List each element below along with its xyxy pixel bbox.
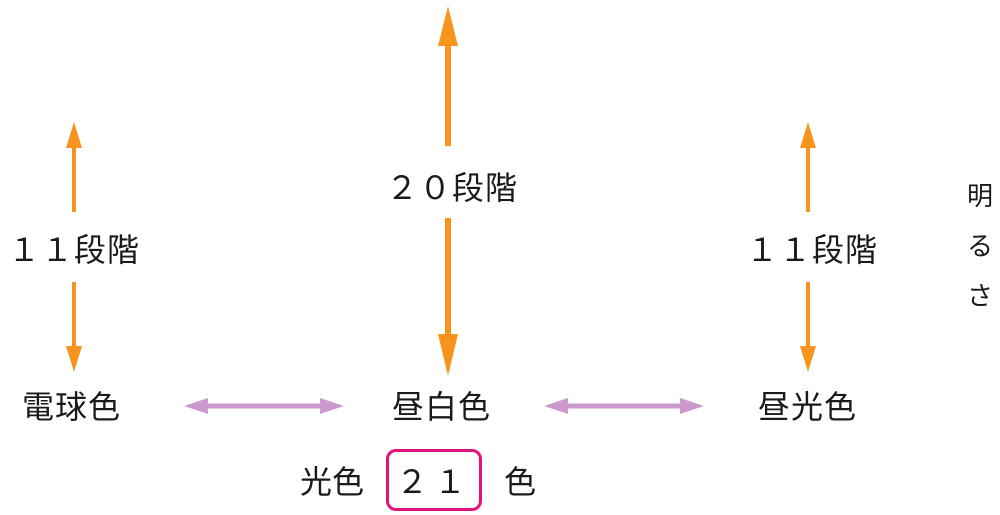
color-arrow-left-icon — [184, 398, 344, 414]
color-count-summary: 光色 ２１ 色 — [300, 447, 536, 513]
color-count-value: ２１ — [396, 463, 473, 501]
color-label-daylight: 昼光色 — [758, 388, 858, 426]
summary-suffix: 色 — [504, 463, 537, 501]
color-label-neutral-white: 昼白色 — [392, 388, 492, 426]
color-label-incandescent: 電球色 — [22, 388, 122, 426]
brightness-arrow-center-icon — [438, 6, 458, 376]
summary-prefix: 光色 — [300, 463, 365, 501]
steps-label-right: １１段階 — [746, 231, 879, 269]
steps-label-left: １１段階 — [8, 231, 141, 269]
brightness-arrow-left-icon — [66, 122, 82, 372]
brightness-arrow-right-icon — [800, 122, 816, 372]
color-arrow-right-icon — [544, 398, 704, 414]
brightness-vertical-label: 明るさ — [966, 182, 993, 312]
color-count-highlight-box: ２１ — [386, 449, 483, 511]
steps-label-center: ２０段階 — [386, 169, 519, 207]
